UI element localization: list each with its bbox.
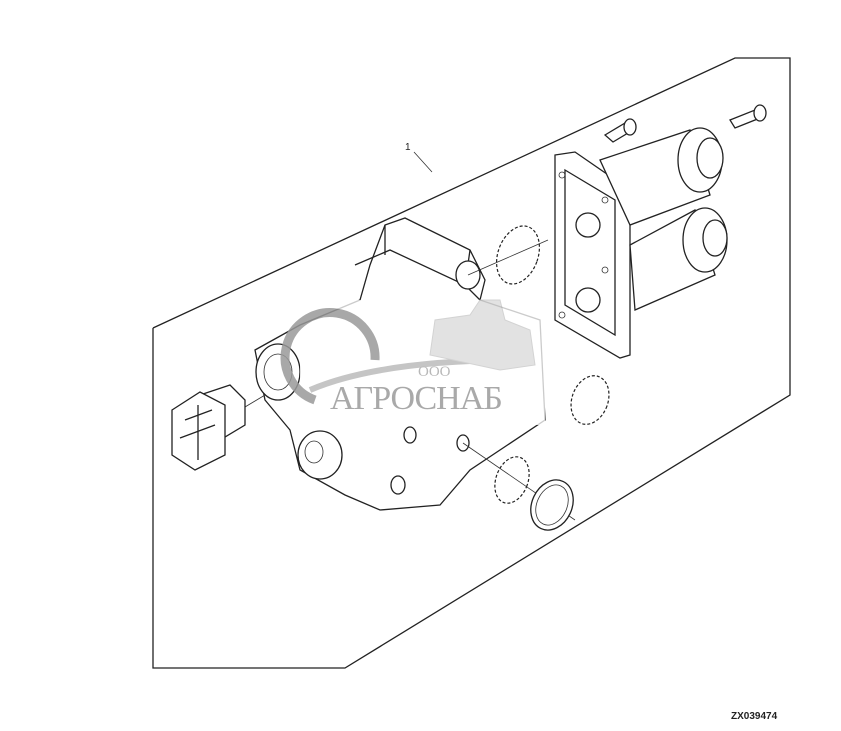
callout-leader-line: [413, 151, 433, 173]
callout-1: 1: [405, 142, 411, 153]
watermark-prefix: ООО: [418, 364, 451, 380]
solenoid-flange: [554, 151, 631, 359]
solenoid-coils: [599, 127, 728, 311]
mounting-screws: [603, 104, 767, 143]
o-rings: [494, 225, 610, 531]
figure-id-label: ZX039474: [731, 711, 778, 722]
drain-plug: [171, 384, 266, 471]
watermark-name: АГРОСНАБ: [330, 380, 503, 417]
watermark-logo: [280, 299, 545, 425]
kit-boundary-frame: [152, 57, 791, 669]
